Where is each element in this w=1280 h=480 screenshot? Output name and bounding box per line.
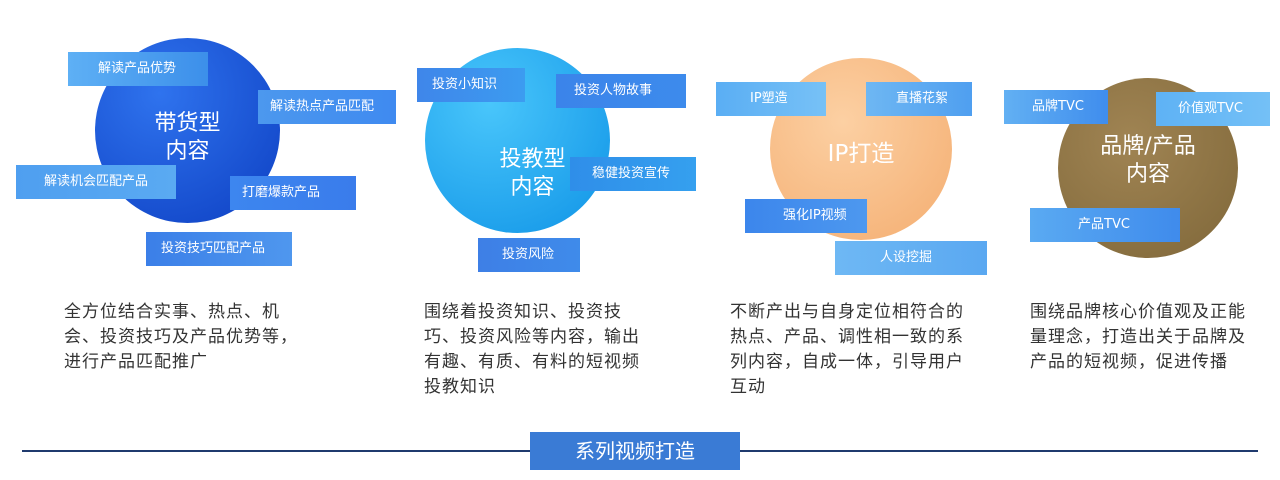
footer-label: 系列视频打造: [530, 432, 740, 470]
education-content-title: 投教型 内容: [499, 147, 566, 200]
tag-hot-product-match: 解读热点产品匹配: [258, 90, 396, 124]
tag-ip-shaping: IP塑造: [716, 82, 826, 116]
panel-ip-building: IP打造 IP塑造 直播花絮 强化IP视频 人设挖掘 不断产出与自身定位相符合的…: [0, 0, 987, 430]
sales-content-description: 全方位结合实事、热点、机会、投资技巧及产品优势等，进行产品匹配推广: [64, 302, 298, 372]
sales-content-title: 带货型 内容: [154, 111, 221, 164]
tag-investment-risk: 投资风险: [478, 238, 580, 272]
tag-brand-tvc: 品牌TVC: [1004, 90, 1108, 124]
panel-sales-content: 带货型 内容 解读产品优势 解读热点产品匹配 解读机会匹配产品 打磨爆款产品 投…: [0, 0, 396, 430]
panel-brand-content: 品牌/产品 内容 品牌TVC 价值观TVC 产品TVC 围绕品牌核心价值观及正能…: [0, 0, 1270, 430]
ip-building-description: 不断产出与自身定位相符合的热点、产品、调性相一致的系列内容，自成一体，引导用户互…: [730, 302, 964, 397]
tag-product-tvc: 产品TVC: [1030, 208, 1180, 242]
tag-investor-stories: 投资人物故事: [556, 74, 686, 108]
tag-investment-tips: 投资小知识: [417, 68, 525, 102]
tag-live-highlights: 直播花絮: [866, 82, 972, 116]
tag-persona-mining: 人设挖掘: [835, 241, 987, 275]
tag-hit-product: 打磨爆款产品: [230, 176, 356, 210]
tag-steady-investment: 稳健投资宣传: [570, 157, 696, 191]
education-content-description: 围绕着投资知识、投资技巧、投资风险等内容，输出有趣、有质、有料的短视频投教知识: [424, 302, 640, 397]
panel-education-content: 投教型 内容 投资小知识 投资人物故事 稳健投资宣传 投资风险 围绕着投资知识、…: [0, 0, 696, 430]
tag-opportunity-match: 解读机会匹配产品: [16, 165, 176, 199]
ip-building-title: IP打造: [827, 141, 895, 167]
tag-ip-video: 强化IP视频: [745, 199, 867, 233]
tag-product-advantage: 解读产品优势: [68, 52, 208, 86]
tag-investment-skill-match: 投资技巧匹配产品: [146, 232, 292, 266]
brand-content-title: 品牌/产品 内容: [1100, 134, 1196, 187]
tag-values-tvc: 价值观TVC: [1156, 92, 1270, 126]
brand-content-description: 围绕品牌核心价值观及正能量理念，打造出关于品牌及产品的短视频，促进传播: [1030, 302, 1246, 372]
